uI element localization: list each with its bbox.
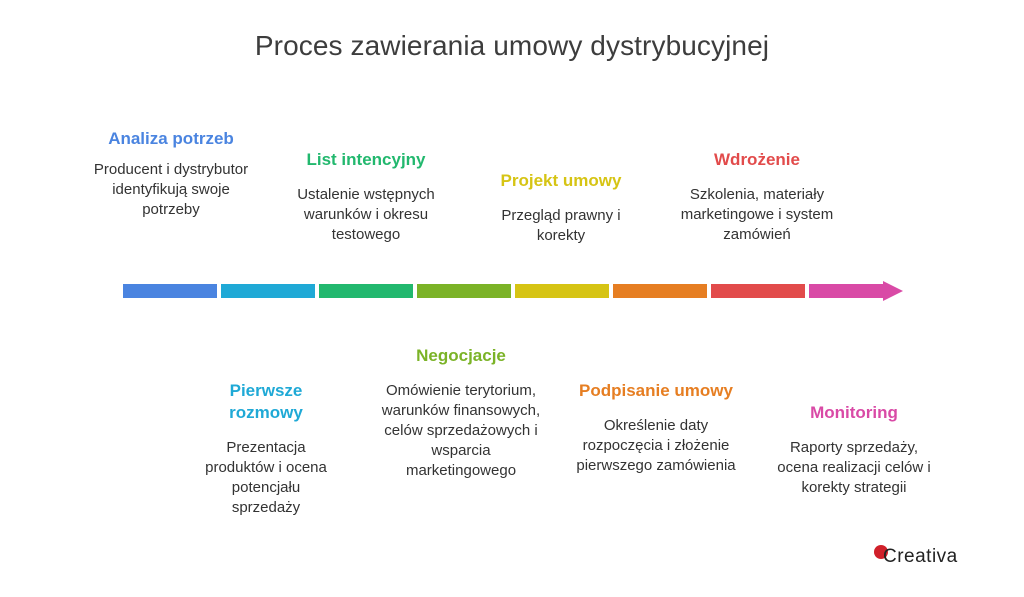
step-title: Projekt umowy [500,171,622,190]
logo-dot-icon [874,545,888,559]
page-title: Proces zawierania umowy dystrybucyjnej [254,30,770,61]
timeline-segment-4 [417,284,511,298]
step-description: Producent i dystrybutor identyfikują swo… [93,161,249,218]
creativa-logo: Creativa [874,544,958,570]
step-wdrozenie: Wdrożenie Szkolenia, materiały marketing… [672,149,842,245]
timeline-segment-1 [123,284,217,298]
timeline-segment-5 [515,284,609,298]
step-monitoring: Monitoring Raporty sprzedaży, ocena real… [769,402,939,498]
timeline-arrow [123,281,903,301]
step-title: Podpisanie umowy [579,381,733,400]
step-description: Prezentacja produktów i ocena potencjału… [205,439,327,516]
step-title: Monitoring [810,403,898,422]
step-description: Przegląd prawny i korekty [501,207,621,244]
step-title: Pierwsze rozmowy [229,381,303,422]
step-description: Szkolenia, materiały marketingowe i syst… [680,186,834,243]
arrow-head-icon [883,281,903,301]
step-description: Omówienie terytorium, warunków finansowy… [381,382,541,479]
step-pierwsze-rozmowy: Pierwsze rozmowy Prezentacja produktów i… [196,380,336,518]
step-description: Raporty sprzedaży, ocena realizacji celó… [777,439,931,496]
step-title: Wdrożenie [714,150,800,169]
step-title: Negocjacje [416,346,506,365]
timeline-segment-8 [809,284,883,298]
timeline-segment-2 [221,284,315,298]
timeline-segment-6 [613,284,707,298]
step-analiza-potrzeb: Analiza potrzeb Producent i dystrybutor … [86,128,256,220]
timeline-segment-3 [319,284,413,298]
step-negocjacje: Negocjacje Omówienie terytorium, warunkó… [376,345,546,481]
step-list-intencyjny: List intencyjny Ustalenie wstępnych waru… [281,149,451,245]
logo-text: Creativa [883,546,958,567]
timeline-segment-7 [711,284,805,298]
step-projekt-umowy: Projekt umowy Przegląd prawny i korekty [476,170,646,246]
step-description: Określenie daty rozpoczęcia i złożenie p… [576,417,736,474]
step-podpisanie-umowy: Podpisanie umowy Określenie daty rozpocz… [566,380,746,476]
step-title: List intencyjny [306,150,426,169]
step-title: Analiza potrzeb [108,129,234,148]
step-description: Ustalenie wstępnych warunków i okresu te… [297,186,435,243]
